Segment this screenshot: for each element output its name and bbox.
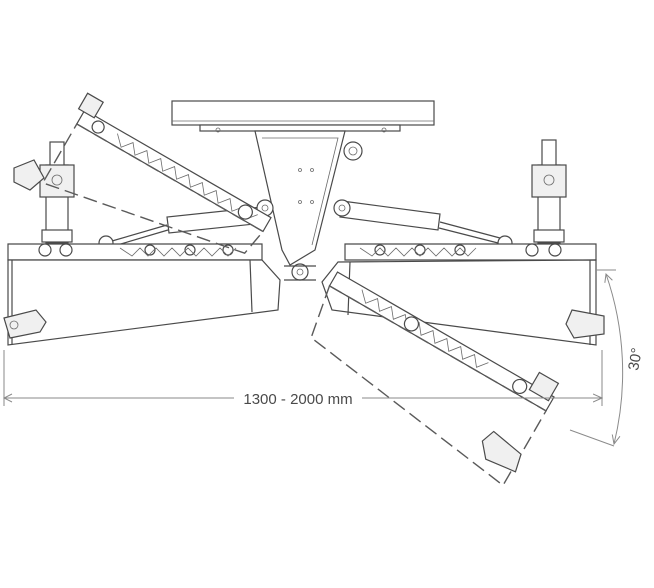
center-frame [254,130,363,281]
width-dimension: 1300 - 2000 mm [4,350,602,408]
width-dimension-label: 1300 - 2000 mm [243,391,352,408]
right-rotor-folded [310,271,560,487]
left-support-stand [13,141,75,244]
left-rotor-folded [41,92,272,255]
right-rotor-housing [321,243,605,346]
mounting-plate [171,100,435,133]
right-support-stand [531,139,567,244]
angle-dimension: 30° [569,269,646,447]
right-hydraulic-cylinder [333,199,513,251]
left-rotor-housing [3,243,281,346]
angle-dimension-label: 30° [625,347,646,372]
